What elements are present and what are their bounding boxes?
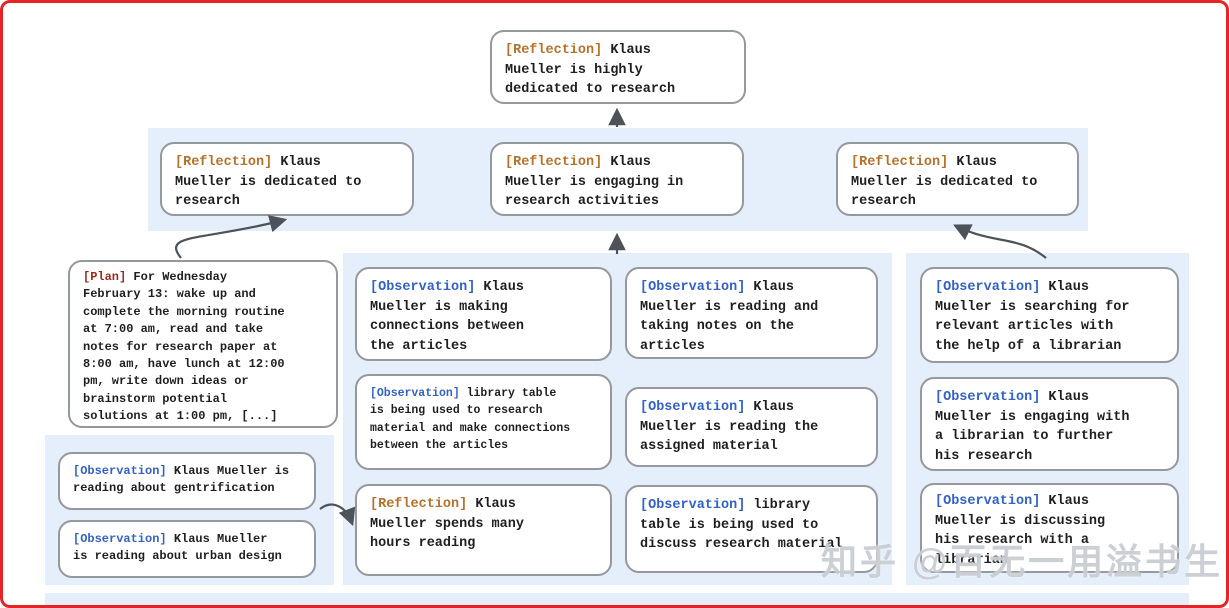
node-type-tag: [Observation] <box>640 400 746 415</box>
node-text: library table is being used to research … <box>370 387 571 452</box>
memory-node-root-reflection: [Reflection] Klaus Mueller is highly ded… <box>490 30 746 104</box>
node-text: For Wednesday February 13: wake up and c… <box>83 270 285 424</box>
node-type-tag: [Reflection] <box>175 155 273 170</box>
node-text: Klaus Mueller is engaging with a librari… <box>935 390 1130 464</box>
memory-node-obs-table-research: [Observation] library table is being use… <box>355 374 612 470</box>
memory-node-obs-connections: [Observation] Klaus Mueller is making co… <box>355 267 612 361</box>
node-text: Klaus Mueller is reading about urban des… <box>73 532 282 564</box>
watermark: 知乎 @百无一用溢书生 <box>821 541 1224 582</box>
node-type-tag: [Observation] <box>935 390 1041 405</box>
node-type-tag: [Reflection] <box>851 155 949 170</box>
memory-node-plan: [Plan] For Wednesday February 13: wake u… <box>68 260 338 428</box>
node-text: Klaus Mueller is engaging in research ac… <box>505 155 684 210</box>
memory-node-obs-engaging-librarian: [Observation] Klaus Mueller is engaging … <box>920 377 1179 471</box>
node-type-tag: [Observation] <box>73 464 167 478</box>
memory-node-reflection-middle: [Reflection] Klaus Mueller is engaging i… <box>490 142 744 216</box>
node-text: Klaus Mueller is dedicated to research <box>175 155 362 210</box>
memory-node-obs-urban-design: [Observation] Klaus Mueller is reading a… <box>58 520 316 578</box>
panel-bottom-strip <box>45 593 1189 605</box>
memory-node-obs-assigned-material: [Observation] Klaus Mueller is reading t… <box>625 387 878 467</box>
node-type-tag: [Observation] <box>935 280 1041 295</box>
node-text: Klaus Mueller is highly dedicated to res… <box>505 43 676 98</box>
node-type-tag: [Reflection] <box>505 43 603 58</box>
node-type-tag: [Observation] <box>640 498 746 513</box>
node-text: Klaus Mueller spends many hours reading <box>370 497 524 552</box>
node-text: Klaus Mueller is reading about gentrific… <box>73 464 290 496</box>
memory-node-obs-searching-articles: [Observation] Klaus Mueller is searching… <box>920 267 1179 363</box>
memory-node-reflection-hours-reading: [Reflection] Klaus Mueller spends many h… <box>355 484 612 576</box>
node-type-tag: [Observation] <box>370 280 476 295</box>
node-type-tag: [Observation] <box>370 387 460 400</box>
memory-node-reflection-right: [Reflection] Klaus Mueller is dedicated … <box>836 142 1079 216</box>
node-text: Klaus Mueller is reading the assigned ma… <box>640 400 819 455</box>
node-type-tag: [Observation] <box>935 494 1041 509</box>
node-type-tag: [Observation] <box>640 280 746 295</box>
memory-node-obs-taking-notes: [Observation] Klaus Mueller is reading a… <box>625 267 878 359</box>
node-text: Klaus Mueller is dedicated to research <box>851 155 1038 210</box>
memory-node-obs-gentrification: [Observation] Klaus Mueller is reading a… <box>58 452 316 510</box>
node-text: Klaus Mueller is searching for relevant … <box>935 280 1130 354</box>
node-text: library table is being used to discuss r… <box>640 498 843 553</box>
node-text: Klaus Mueller is reading and taking note… <box>640 280 819 354</box>
node-type-tag: [Reflection] <box>370 497 468 512</box>
memory-node-obs-discussing-librarian: [Observation] Klaus Mueller is discussin… <box>920 483 1179 573</box>
memory-node-reflection-left: [Reflection] Klaus Mueller is dedicated … <box>160 142 414 216</box>
node-type-tag: [Plan] <box>83 270 127 284</box>
node-text: Klaus Mueller is making connections betw… <box>370 280 524 354</box>
node-text: Klaus Mueller is discussing his research… <box>935 494 1106 568</box>
node-type-tag: [Reflection] <box>505 155 603 170</box>
memory-node-obs-table-discuss: [Observation] library table is being use… <box>625 485 878 573</box>
node-type-tag: [Observation] <box>73 532 167 546</box>
